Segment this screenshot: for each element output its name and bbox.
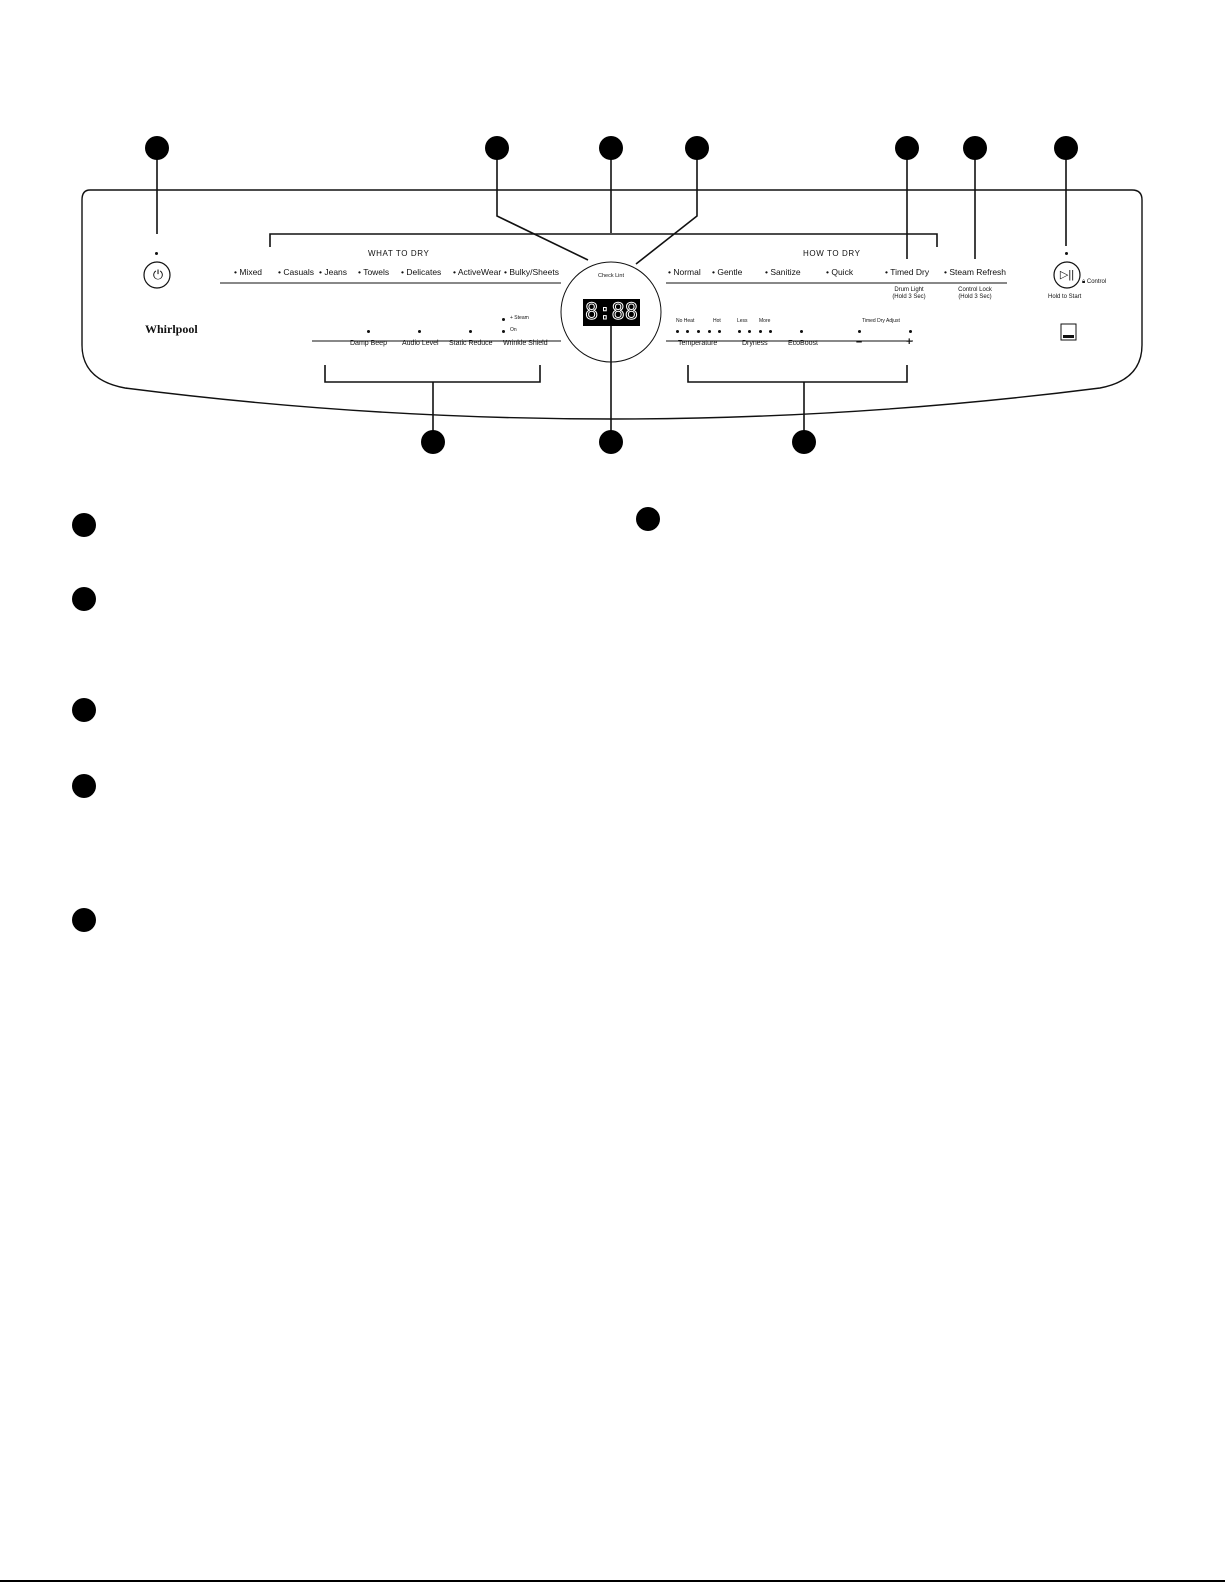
control-lock-label: 🔒︎ Control: [1082, 279, 1107, 285]
callout-7: [1054, 136, 1078, 160]
control-lock-sublabel: Control Lock (Hold 3 Sec): [958, 287, 992, 300]
on-indicator: [502, 330, 505, 333]
legend-callout-3: [72, 698, 96, 722]
cycle-towels[interactable]: Towels: [358, 267, 389, 277]
legend-callout-1: [72, 513, 96, 537]
callout-10: [792, 430, 816, 454]
cycle-quick[interactable]: Quick: [826, 267, 853, 277]
start-pause-button[interactable]: ▷||: [1057, 266, 1077, 284]
power-button-ring: [143, 261, 171, 289]
steam-label: + Steam: [510, 315, 529, 321]
callout-3: [599, 136, 623, 160]
damp-beep-button[interactable]: Damp Beep: [350, 340, 387, 347]
callout-6: [963, 136, 987, 160]
time-plus-button[interactable]: +: [906, 336, 913, 348]
cycle-normal[interactable]: Normal: [668, 267, 700, 277]
callout-5: [895, 136, 919, 160]
dry-dot-2: [748, 330, 751, 333]
power-button[interactable]: ⏻: [149, 266, 167, 284]
callout-8: [421, 430, 445, 454]
temp-dot-1: [676, 330, 679, 333]
panel-outline: [81, 189, 1143, 420]
audio-level-indicator: [418, 330, 421, 333]
callout-2: [485, 136, 509, 160]
no-heat-label: No Heat: [676, 318, 695, 324]
what-to-dry-header: WHAT TO DRY: [368, 249, 430, 258]
power-icon: ⏻: [152, 267, 164, 282]
digital-display: [583, 299, 640, 326]
bottom-brackets: [324, 365, 908, 383]
start-button-ring: [1053, 261, 1081, 289]
temperature-button[interactable]: Temperature: [678, 340, 718, 347]
certification-icon: [1060, 323, 1077, 341]
temp-dot-3: [697, 330, 700, 333]
legend-callout-6: [636, 507, 660, 531]
cycle-jeans[interactable]: Jeans: [319, 267, 347, 277]
callout-9: [599, 430, 623, 454]
cycle-timed-dry[interactable]: Timed Dry: [885, 267, 929, 277]
time-minus-button[interactable]: –: [856, 336, 863, 348]
dry-dot-4: [769, 330, 772, 333]
drum-light-sublabel: Drum Light (Hold 3 Sec): [892, 287, 926, 300]
cycle-gentle[interactable]: Gentle: [712, 267, 742, 277]
callout-1: [145, 136, 169, 160]
power-indicator-dot: [155, 252, 158, 255]
top-brackets: [269, 233, 938, 247]
cycle-steam-refresh[interactable]: Steam Refresh: [944, 267, 1006, 277]
legend-callout-4: [72, 774, 96, 798]
less-label: Less: [737, 318, 748, 324]
hold-to-start-label: Hold to Start: [1048, 294, 1082, 300]
ecoboost-indicator: [800, 330, 803, 333]
legend-callout-2: [72, 587, 96, 611]
temp-dot-4: [708, 330, 711, 333]
callout-4: [685, 136, 709, 160]
cycle-mixed[interactable]: Mixed: [234, 267, 262, 277]
legend-callout-5: [72, 908, 96, 932]
display-ring: [560, 261, 662, 363]
dry-dot-3: [759, 330, 762, 333]
dry-dot-1: [738, 330, 741, 333]
on-label: On: [510, 327, 517, 333]
display-digits: 8:88: [585, 300, 639, 326]
dryness-button[interactable]: Dryness: [742, 340, 768, 347]
brand-name: Whirlpool: [145, 322, 198, 336]
static-reduce-button[interactable]: Static Reduce: [449, 340, 493, 347]
page-bottom-rule: [0, 1580, 1225, 1582]
more-label: More: [759, 318, 771, 324]
temp-dot-2: [686, 330, 689, 333]
ecoboost-button[interactable]: EcoBoost: [788, 340, 818, 347]
cycle-delicates[interactable]: Delicates: [401, 267, 441, 277]
hot-label: Hot: [713, 318, 721, 324]
how-to-dry-header: HOW TO DRY: [803, 249, 861, 258]
lock-icon: 🔒︎: [1082, 279, 1087, 285]
static-reduce-indicator: [469, 330, 472, 333]
audio-level-button[interactable]: Audio Level: [402, 340, 439, 347]
check-lint-label: Check Lint: [598, 273, 624, 279]
wrinkle-shield-button[interactable]: Wrinkle Shield: [503, 340, 548, 347]
cycle-activewear[interactable]: ActiveWear: [453, 267, 501, 277]
cycle-casuals[interactable]: Casuals: [278, 267, 314, 277]
temp-dot-5: [718, 330, 721, 333]
cycle-bulky-sheets[interactable]: Bulky/Sheets: [504, 267, 559, 277]
callout-leaders: [156, 148, 1067, 442]
brand-logo: Whirlpool: [145, 322, 198, 337]
cycle-sanitize[interactable]: Sanitize: [765, 267, 800, 277]
timed-dry-adjust-label: Timed Dry Adjust: [862, 318, 900, 324]
steam-indicator: [502, 318, 505, 321]
start-indicator-dot: [1065, 252, 1068, 255]
separator-lines: [220, 282, 1007, 342]
play-pause-icon: ▷||: [1059, 269, 1075, 281]
plus-indicator: [909, 330, 912, 333]
damp-beep-indicator: [367, 330, 370, 333]
minus-indicator: [858, 330, 861, 333]
